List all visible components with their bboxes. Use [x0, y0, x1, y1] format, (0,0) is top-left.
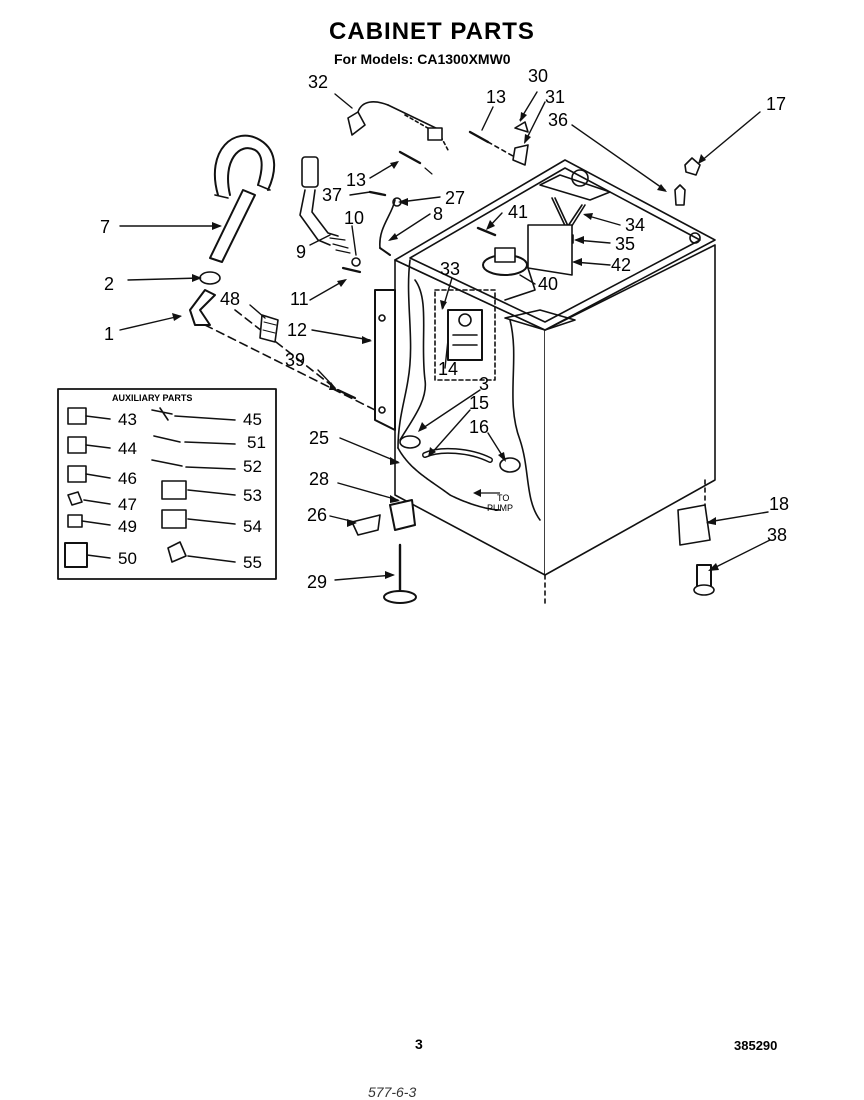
- callout-29: 29: [307, 572, 327, 592]
- to-pump-note: TO PUMP: [473, 489, 513, 513]
- rear-foot: [693, 564, 715, 596]
- callout-36: 36: [548, 110, 568, 130]
- callout-13b: 13: [346, 170, 366, 190]
- aux-44: 44: [118, 439, 137, 458]
- page-title: CABINET PARTS: [329, 18, 535, 45]
- callout-18: 18: [769, 494, 789, 514]
- callout-11: 11: [290, 289, 309, 309]
- callout-labels: 1 2 3 7 8 9 10 11 12 13 13 14 15 16 17 1…: [100, 66, 789, 592]
- elbow-connector: [189, 289, 216, 326]
- callout-38: 38: [767, 525, 787, 545]
- callout-40: 40: [538, 274, 558, 294]
- callout-33: 33: [440, 259, 460, 279]
- callout-1: 1: [104, 324, 114, 344]
- callout-30: 30: [528, 66, 548, 86]
- callout-13a: 13: [486, 87, 506, 107]
- callout-39: 39: [285, 350, 305, 370]
- callout-35: 35: [615, 234, 635, 254]
- aux-51: 51: [247, 433, 266, 452]
- callout-16: 16: [469, 417, 489, 437]
- aux-53: 53: [243, 486, 262, 505]
- wire-harness-32: [347, 101, 449, 151]
- aux-47: 47: [118, 495, 137, 514]
- timer-assembly: [434, 289, 496, 381]
- leader-arrowheads: [172, 112, 719, 579]
- hose-clamp: [199, 271, 221, 285]
- callout-28: 28: [309, 469, 329, 489]
- aux-50: 50: [118, 549, 137, 568]
- footer-note: 577-6-3: [368, 1084, 417, 1100]
- callout-8: 8: [433, 204, 443, 224]
- callout-3: 3: [479, 374, 489, 394]
- model-subtitle: For Models: CA1300XMW0: [334, 51, 511, 67]
- to-pump-line1: TO: [497, 493, 509, 503]
- foot-bracket: [389, 499, 416, 531]
- page-number: 3: [415, 1036, 423, 1052]
- aux-46: 46: [118, 469, 137, 488]
- fill-hose-curved: [213, 134, 276, 199]
- callout-42: 42: [611, 255, 631, 275]
- callout-9: 9: [296, 242, 306, 262]
- callout-12: 12: [287, 320, 307, 340]
- callout-14: 14: [438, 359, 458, 379]
- callout-37: 37: [322, 185, 342, 205]
- callout-2: 2: [104, 274, 114, 294]
- document-number: 385290: [734, 1038, 778, 1053]
- callout-17: 17: [766, 94, 786, 114]
- callout-10: 10: [344, 208, 364, 228]
- callout-15: 15: [469, 393, 489, 413]
- callout-41: 41: [508, 202, 528, 222]
- leveling-leg: [383, 543, 417, 604]
- pressure-switch: [482, 247, 536, 301]
- callout-32: 32: [308, 72, 328, 92]
- aux-55: 55: [243, 553, 262, 572]
- callout-27: 27: [445, 188, 465, 208]
- aux-45: 45: [243, 410, 262, 429]
- water-valve-hose: [299, 156, 361, 267]
- fill-hose-straight: [209, 189, 256, 263]
- callout-34: 34: [625, 215, 645, 235]
- callout-31: 31: [545, 87, 565, 107]
- callout-7: 7: [100, 217, 110, 237]
- auxiliary-parts-box: [57, 388, 277, 580]
- callout-25: 25: [309, 428, 329, 448]
- aux-43: 43: [118, 410, 137, 429]
- aux-52: 52: [243, 457, 262, 476]
- to-pump-line2: PUMP: [487, 503, 513, 513]
- aux-54: 54: [243, 517, 262, 536]
- part-48-clip: [259, 314, 279, 343]
- callout-26: 26: [307, 505, 327, 525]
- auxiliary-labels: AUXILIARY PARTS 43 44 46 47 49 50 45 51 …: [112, 393, 266, 572]
- mounting-bracket: [374, 289, 396, 431]
- aux-49: 49: [118, 517, 137, 536]
- callout-48: 48: [220, 289, 240, 309]
- aux-title: AUXILIARY PARTS: [112, 393, 192, 403]
